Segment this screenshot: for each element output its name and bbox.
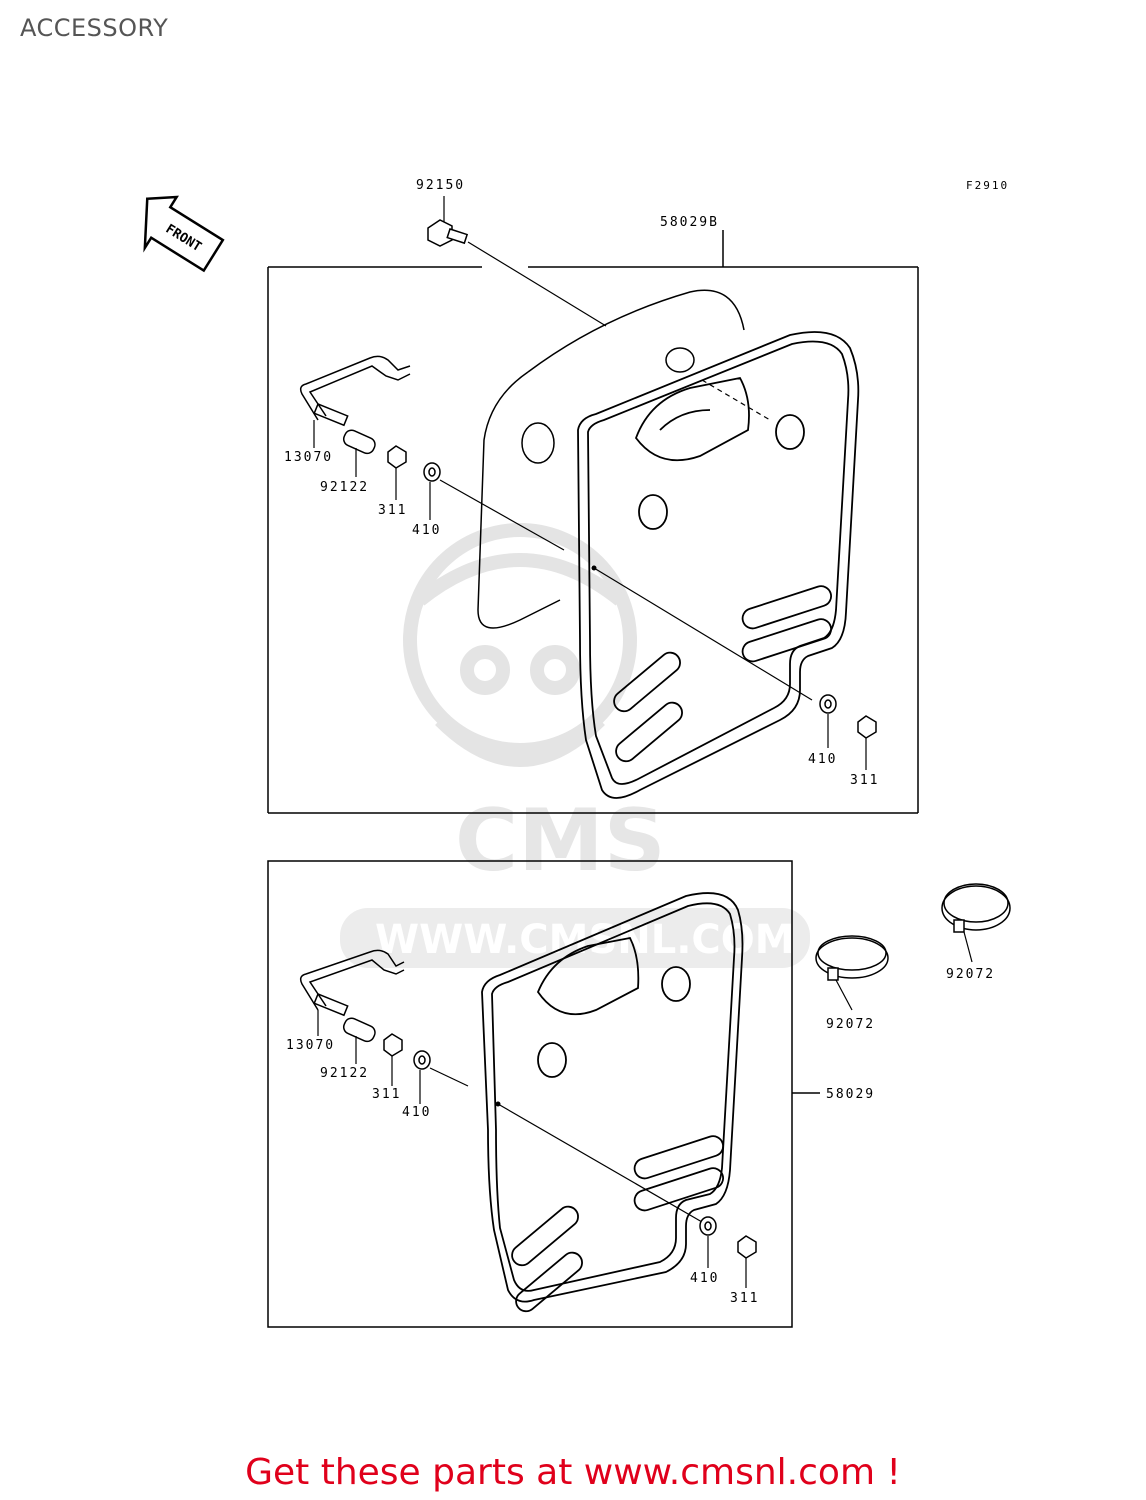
label-58029b: 58029B: [660, 215, 719, 230]
label-92072-left: 92072: [826, 1017, 875, 1032]
front-arrow-icon: FRONT: [143, 195, 225, 273]
label-92122-upper: 92122: [320, 480, 369, 495]
label-311-lower-right: 311: [730, 1291, 759, 1306]
upper-u-bolt-13070-icon: [299, 355, 411, 427]
label-92072-right: 92072: [946, 967, 995, 982]
upper-washer-410-right-icon: [819, 694, 837, 714]
lower-assembly-frame: [267, 860, 820, 1328]
figure-code: F2910: [966, 179, 1009, 192]
watermark-url: WWW.CMSNL.COM: [375, 917, 795, 963]
page-title: ACCESSORY: [20, 14, 169, 42]
label-92150: 92150: [416, 178, 465, 193]
label-311-lower-left: 311: [372, 1087, 401, 1102]
upper-nut-311-icon: [387, 445, 407, 469]
strap-92072-large-icon: [941, 883, 1011, 933]
upper-rear-bag-outline: [477, 289, 745, 629]
lower-u-bolt-13070-icon: [299, 949, 405, 1017]
label-92122-lower: 92122: [320, 1066, 369, 1081]
lower-nut-311-right-icon: [737, 1235, 757, 1259]
label-311-upper-left: 311: [378, 503, 407, 518]
lower-plate-58029: [481, 892, 744, 1313]
bolt-92150-icon: [427, 219, 469, 247]
strap-92072-small-icon: [815, 935, 889, 981]
label-58029: 58029: [826, 1087, 875, 1102]
upper-assembly-frame: [267, 230, 919, 814]
lower-washer-410-right-icon: [699, 1216, 717, 1236]
label-410-lower-left: 410: [402, 1105, 431, 1120]
watermark-brand: CMS: [455, 791, 666, 891]
label-410-upper-left: 410: [412, 523, 441, 538]
upper-collar-92122-icon: [342, 429, 376, 455]
promo-banner[interactable]: Get these parts at www.cmsnl.com !: [245, 1452, 901, 1493]
watermark-url-plate: [340, 908, 810, 968]
lower-washer-410-icon: [413, 1050, 431, 1070]
upper-washer-410-icon: [423, 462, 441, 482]
upper-nut-311-right-icon: [857, 715, 877, 739]
label-311-upper-right: 311: [850, 773, 879, 788]
label-410-lower-right: 410: [690, 1271, 719, 1286]
label-410-upper-right: 410: [808, 752, 837, 767]
cms-watermark: [403, 523, 637, 767]
lower-nut-311-icon: [383, 1033, 403, 1057]
upper-plate-58029b: [577, 331, 860, 799]
label-13070-upper: 13070: [284, 450, 333, 465]
label-13070-lower: 13070: [286, 1038, 335, 1053]
lower-collar-92122-icon: [342, 1017, 376, 1043]
